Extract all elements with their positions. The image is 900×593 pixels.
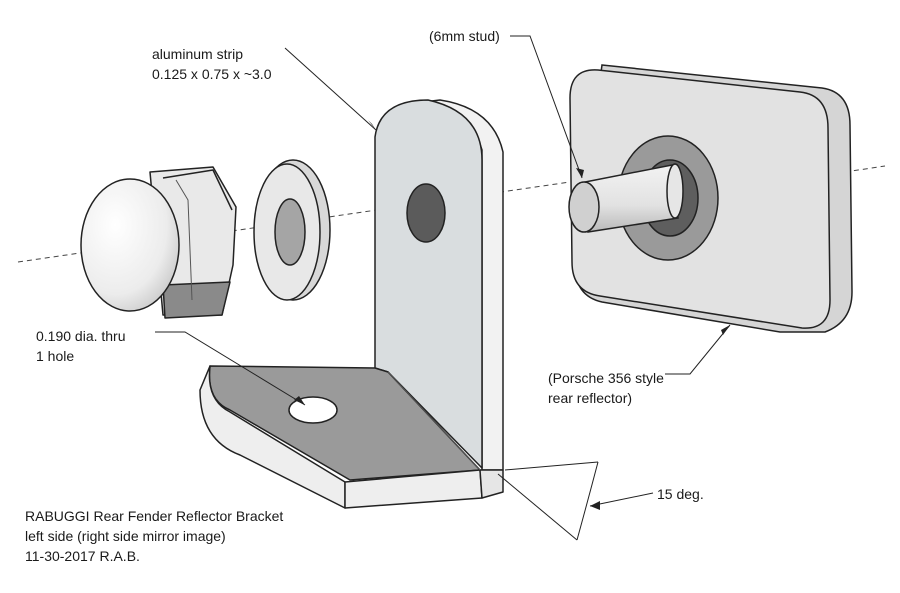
date-author-line: 11-30-2017 R.A.B. (25, 548, 140, 564)
title-block: RABUGGI Rear Fender Reflector Bracket le… (25, 506, 283, 566)
leader-hole (155, 331, 306, 406)
angle-ref-line (504, 461, 599, 471)
strip-dimensions-label: 0.125 x 0.75 x ~3.0 (152, 66, 272, 82)
hole-count-label: 1 hole (36, 348, 75, 364)
angle-arc (576, 461, 599, 541)
leader-reflector (665, 324, 731, 375)
acorn-nut (80, 166, 237, 319)
leader-lines (155, 35, 731, 541)
strip-material-label: aluminum strip (152, 46, 244, 62)
bracket (199, 99, 504, 509)
washer (253, 159, 331, 301)
stud (568, 163, 684, 233)
leader-strip (284, 47, 377, 131)
hole-diameter-label: 0.190 dia. thru (36, 328, 126, 344)
callout-angle: 15 deg. (657, 486, 704, 502)
reflector-style-label: (Porsche 356 style (548, 370, 664, 386)
callout-stud: (6mm stud) (429, 28, 500, 44)
callout-reflector: (Porsche 356 style rear reflector) (548, 368, 664, 408)
leader-stud (510, 35, 583, 179)
reflector-type-label: rear reflector) (548, 390, 633, 406)
callout-hole: 0.190 dia. thru 1 hole (36, 326, 126, 366)
arrowheads (294, 120, 730, 510)
callout-aluminum-strip: aluminum strip 0.125 x 0.75 x ~3.0 (152, 44, 271, 84)
leader-angle (589, 492, 654, 507)
subtitle-line: left side (right side mirror image) (25, 528, 226, 544)
title-line: RABUGGI Rear Fender Reflector Bracket (25, 508, 284, 524)
